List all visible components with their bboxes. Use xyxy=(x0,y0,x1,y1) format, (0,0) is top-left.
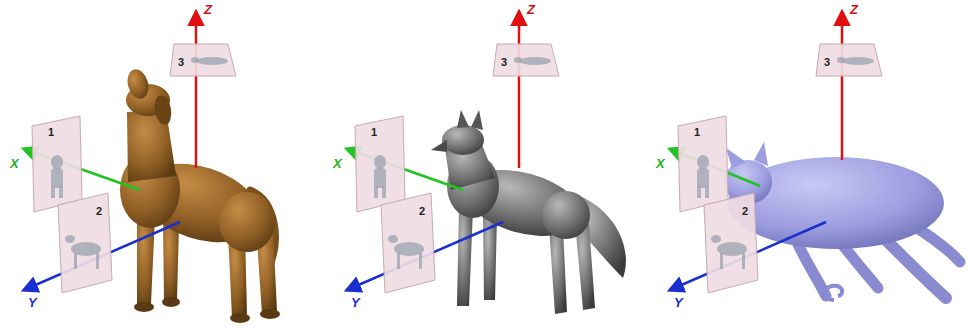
axis-label: X xyxy=(10,157,19,170)
projection-silhouette xyxy=(697,155,709,198)
projection-silhouette xyxy=(514,57,551,65)
projection-plane: 1 xyxy=(676,114,730,214)
plane-number: 3 xyxy=(178,57,184,68)
lying-animal-model xyxy=(724,142,960,300)
plane-outline xyxy=(353,114,407,214)
dog-model xyxy=(120,67,280,323)
axis-label: Z xyxy=(204,3,212,16)
plane-outline xyxy=(56,191,114,295)
axis-label: Z xyxy=(527,3,535,16)
projection-silhouette xyxy=(711,235,747,269)
axis-label: Y xyxy=(28,296,37,309)
wolf-model xyxy=(431,110,626,314)
projection-plane: 2 xyxy=(56,191,114,295)
plane-number: 1 xyxy=(48,127,54,138)
projection-silhouette xyxy=(837,57,874,65)
plane-number: 2 xyxy=(742,206,748,217)
projection-silhouette xyxy=(374,155,386,198)
plane-number: 1 xyxy=(694,127,700,138)
axis-label: Z xyxy=(850,3,858,16)
plane-outline xyxy=(676,114,730,214)
plane-outline xyxy=(30,114,84,214)
axis-label: X xyxy=(333,157,342,170)
projection-plane: 3 xyxy=(491,42,561,78)
plane-number: 2 xyxy=(96,206,102,217)
plane-number: 3 xyxy=(501,57,507,68)
projection-plane: 2 xyxy=(379,191,437,295)
projection-silhouette xyxy=(51,155,63,198)
projection-plane: 2 xyxy=(702,191,760,295)
plane-number: 2 xyxy=(419,206,425,217)
axis-label: Y xyxy=(351,296,360,309)
projection-plane: 3 xyxy=(814,42,884,78)
plane-outline xyxy=(379,191,437,295)
projection-plane: 3 xyxy=(168,42,238,78)
projection-silhouette xyxy=(388,235,424,269)
plane-number: 3 xyxy=(824,57,830,68)
axis-label: X xyxy=(656,157,665,170)
projection-plane: 1 xyxy=(30,114,84,214)
plane-number: 1 xyxy=(371,127,377,138)
axis-label: Y xyxy=(674,296,683,309)
projection-silhouette xyxy=(65,235,101,269)
plane-outline xyxy=(702,191,760,295)
projection-silhouette xyxy=(191,57,228,65)
projection-plane: 1 xyxy=(353,114,407,214)
